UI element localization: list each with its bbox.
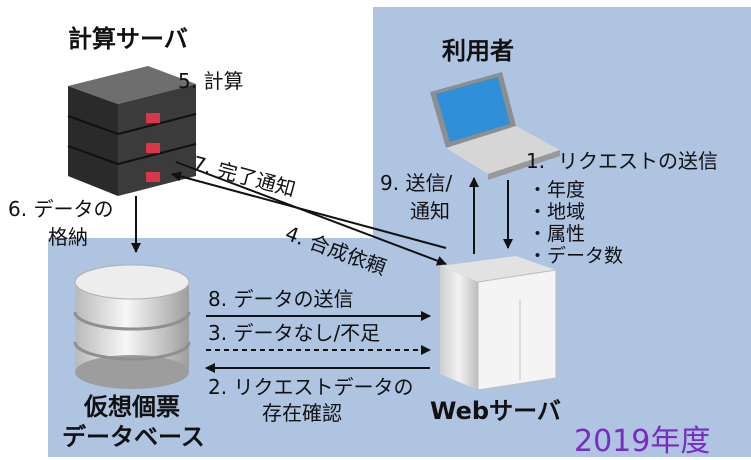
step5-label: 5. 計算 bbox=[178, 69, 244, 93]
step1-item-attribute: ・属性 bbox=[528, 223, 586, 245]
step2-label-line1: 2. リクエストデータの bbox=[208, 375, 414, 399]
step9-label-line1: 9. 送信/ bbox=[380, 171, 453, 195]
arrow-step4 bbox=[175, 161, 447, 266]
step1-item-count: ・データ数 bbox=[528, 245, 624, 267]
year-label: 2019年度 bbox=[574, 424, 711, 459]
compute-server-icon bbox=[67, 66, 197, 196]
step6-label-line2: 格納 bbox=[48, 225, 88, 249]
step2-label-line2: 存在確認 bbox=[262, 401, 342, 425]
step1-item-region: ・地域 bbox=[528, 201, 586, 223]
database-icon bbox=[73, 264, 191, 389]
database-label-line1: 仮想個票 bbox=[84, 393, 180, 421]
step6-label-line1: 6. データの bbox=[8, 197, 114, 221]
step8-label: 8. データの送信 bbox=[208, 287, 354, 311]
step1-number: 1. bbox=[526, 149, 546, 173]
web-server-icon bbox=[440, 256, 557, 391]
laptop-icon bbox=[430, 72, 560, 180]
step1-item-year: ・年度 bbox=[528, 179, 586, 201]
compute-server-label: 計算サーバ bbox=[68, 25, 188, 53]
arrow-step7 bbox=[171, 171, 447, 249]
step1-label: リクエストの送信 bbox=[558, 149, 718, 173]
step9-label-line2: 通知 bbox=[410, 199, 450, 223]
step3-label: 3. データなし/不足 bbox=[208, 321, 381, 345]
user-side-region bbox=[373, 7, 751, 457]
database-label-line2: データベース bbox=[62, 423, 205, 451]
user-label: 利用者 bbox=[442, 37, 514, 65]
web-server-label: Webサーバ bbox=[430, 397, 561, 425]
